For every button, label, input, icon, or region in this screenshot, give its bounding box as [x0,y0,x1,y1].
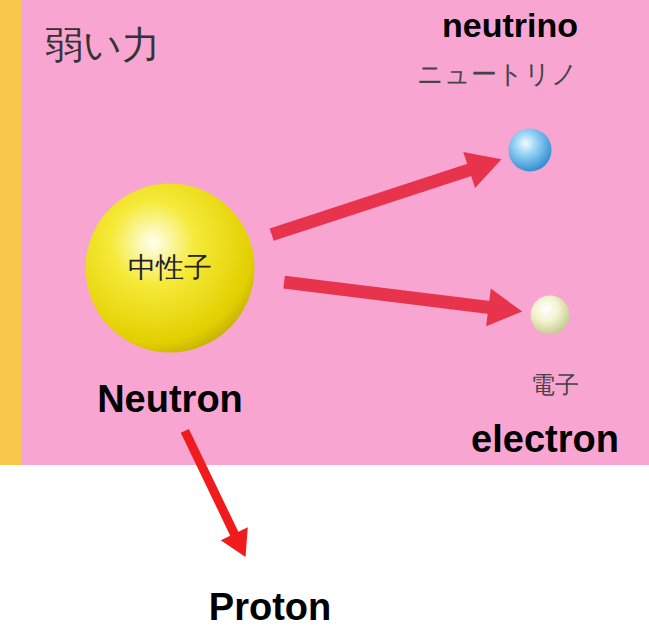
particle-label: Neutron [97,378,243,422]
arrow-shaft [284,282,493,308]
arrow-head [221,527,248,557]
arrow-connector [284,282,522,326]
side-strip [0,0,22,465]
neutron-sphere: 中性子Neutron [85,183,255,353]
sphere-shape [508,128,552,172]
arrow-head [486,289,522,327]
sphere-fill [86,184,255,353]
particle-name: ニュートリノ [417,60,578,90]
sphere-shape [530,295,570,335]
arrow-head [463,152,501,188]
arrow-connector [272,152,502,235]
neutrino-sphere: neutrinoニュートリノ [508,128,552,172]
arrow-shaft [272,168,474,234]
arrow-shaft [185,431,236,537]
sphere-fill [531,296,570,335]
particle-label: neutrino [442,6,578,45]
electron-sphere: 電子electron [530,295,570,335]
particle-label: electron [471,418,619,462]
particle-name: 電子 [531,371,579,399]
pink-panel [22,0,649,465]
proton-label-node: Proton [205,584,335,632]
particle-label: Proton [209,586,331,630]
arrow-connector [185,431,248,557]
panel-heading: 弱い力 [45,24,160,68]
particle-name: 中性子 [128,252,212,284]
sphere-fill [509,129,552,172]
weak-force-panel: 弱い力中性子Neutronneutrinoニュートリノ電子electron [0,0,649,465]
